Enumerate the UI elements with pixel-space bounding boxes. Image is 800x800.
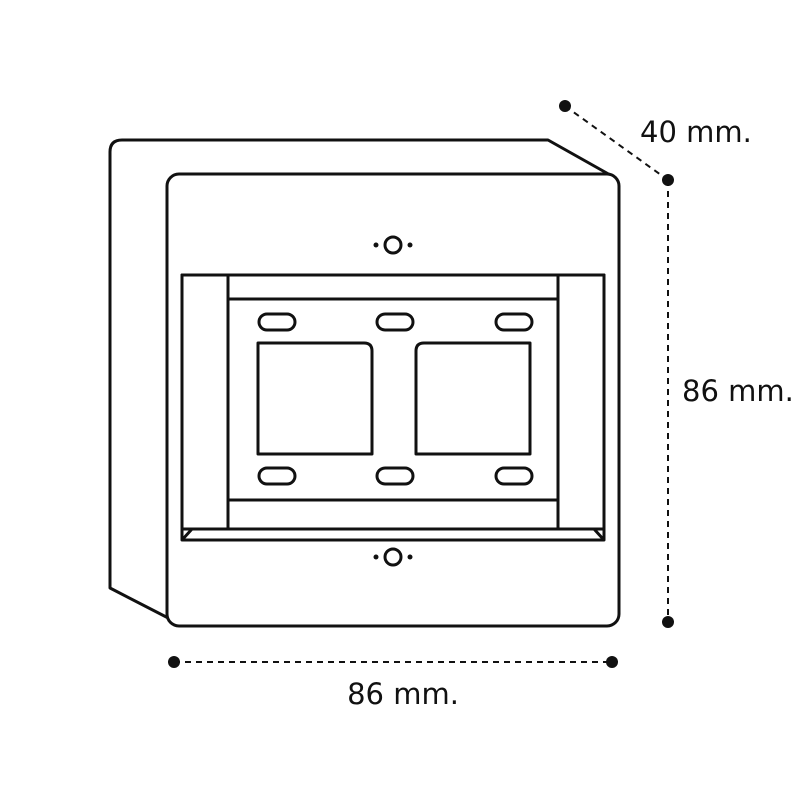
mounting-slot — [375, 312, 415, 332]
mounting-slot — [494, 312, 534, 332]
dimension-endpoint-dot — [662, 616, 674, 628]
module-opening-right — [414, 341, 532, 456]
module-opening-left — [256, 341, 374, 456]
dimension-endpoint-dot — [606, 656, 618, 668]
width-dimension-label: 86 mm. — [347, 677, 459, 711]
opening-bottom-bevel — [180, 527, 194, 542]
opening-bottom-bevel — [592, 527, 606, 542]
height-dimension-label: 86 mm. — [682, 374, 794, 408]
screw-marker-dot — [373, 242, 379, 248]
right-rail — [556, 273, 606, 531]
dimension-endpoint-dot — [168, 656, 180, 668]
mounting-frame-bottom-band — [226, 498, 560, 531]
mounting-slot — [257, 466, 297, 486]
screw-marker-dot — [407, 554, 413, 560]
depth-dimension-label: 40 mm. — [640, 115, 752, 149]
screw-hole-icon — [383, 235, 403, 255]
dimension-endpoint-dot — [559, 100, 571, 112]
mounting-slot — [494, 466, 534, 486]
mounting-slot — [257, 312, 297, 332]
screw-hole-icon — [383, 547, 403, 567]
screw-marker-dot — [407, 242, 413, 248]
dimension-endpoint-dot — [662, 174, 674, 186]
mounting-slot — [375, 466, 415, 486]
left-rail — [180, 273, 230, 531]
screw-marker-dot — [373, 554, 379, 560]
mounting-frame-top-band — [226, 273, 560, 301]
